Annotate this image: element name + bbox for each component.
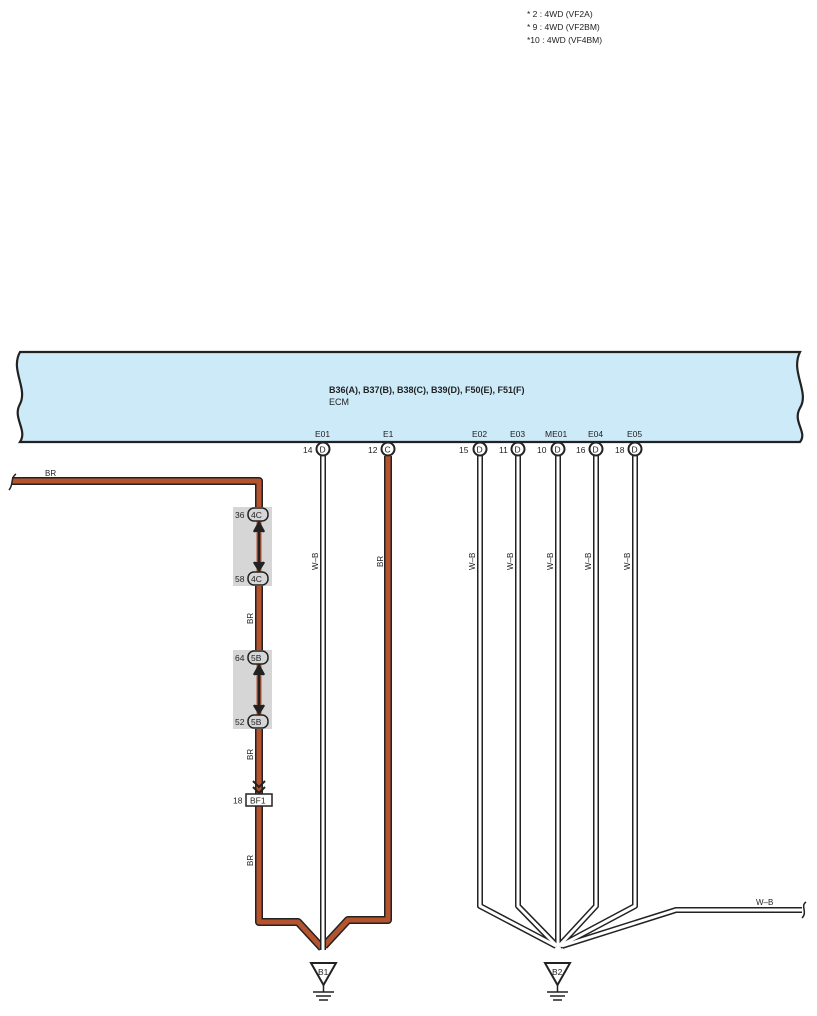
ground-b1: B1 xyxy=(309,962,338,1001)
junction-pin-64: 64 xyxy=(235,653,245,663)
svg-text:D: D xyxy=(515,445,521,455)
svg-text:D: D xyxy=(555,445,561,455)
connector-bf1: BF1 18 xyxy=(233,780,273,807)
wire-break-left xyxy=(8,473,17,491)
wire-label-br-mid1: BR xyxy=(246,613,255,624)
svg-text:C: C xyxy=(385,445,391,455)
svg-text:16: 16 xyxy=(576,445,586,455)
svg-text:11: 11 xyxy=(499,445,508,455)
note-1: * 2 : 4WD (VF2A) xyxy=(527,9,593,19)
wire-break-right xyxy=(801,901,807,919)
wire-label-br-top: BR xyxy=(45,469,56,478)
variant-notes: * 2 : 4WD (VF2A) * 9 : 4WD (VF2BM) *10 :… xyxy=(527,9,602,45)
wb-wire-e01: W–B xyxy=(311,456,326,950)
terminal-e02: E02 15 D xyxy=(459,429,488,457)
svg-text:10: 10 xyxy=(537,445,547,455)
svg-text:15: 15 xyxy=(459,445,469,455)
terminal-e03: E03 11 D xyxy=(499,429,526,457)
junction-conn-5b-top: 5B xyxy=(251,653,262,663)
junction-pin-36: 36 xyxy=(235,510,245,520)
ground-b1-label: B1 xyxy=(318,967,329,977)
svg-text:E1: E1 xyxy=(383,429,394,439)
wire-label-wb-e03: W–B xyxy=(506,553,515,570)
junction-pin-52: 52 xyxy=(235,717,245,727)
ground-b2-label: B2 xyxy=(552,967,563,977)
terminal-me01: ME01 10 D xyxy=(537,429,567,457)
junction-5b: 64 5B 52 5B xyxy=(233,650,272,729)
bf1-name: BF1 xyxy=(250,796,266,806)
wire-label-wb-e04: W–B xyxy=(584,553,593,570)
br-wire-left: BR xyxy=(8,469,325,951)
svg-text:D: D xyxy=(593,445,599,455)
wire-label-wb-e05: W–B xyxy=(623,553,632,570)
ecm-block: B36(A), B37(B), B38(C), B39(D), F50(E), … xyxy=(15,350,804,444)
bf1-box xyxy=(245,793,273,807)
terminal-e01: E01 14 D xyxy=(303,429,331,457)
svg-text:D: D xyxy=(477,445,483,455)
note-3: *10 : 4WD (VF4BM) xyxy=(527,35,602,45)
svg-text:D: D xyxy=(320,445,326,455)
ecm-name-label: ECM xyxy=(329,397,349,407)
bf1-pin: 18 xyxy=(233,796,243,806)
svg-text:E02: E02 xyxy=(472,429,487,439)
svg-text:E01: E01 xyxy=(315,429,330,439)
ecm-terminals: E01 14 D E1 12 C E02 15 D E03 11 D ME01 … xyxy=(303,429,643,457)
terminal-e1: E1 12 C xyxy=(368,429,396,457)
wire-label-wb-me01: W–B xyxy=(546,553,555,570)
terminal-e05: E05 18 D xyxy=(615,429,643,457)
wb-wires-right: W–B W–B W–B W–B W–B W–B xyxy=(468,456,807,949)
svg-text:E03: E03 xyxy=(510,429,525,439)
junction-conn-4c-bottom: 4C xyxy=(251,574,262,584)
svg-text:18: 18 xyxy=(615,445,625,455)
wire-label-br-mid2: BR xyxy=(246,749,255,760)
svg-text:E05: E05 xyxy=(627,429,642,439)
ecm-box xyxy=(15,350,804,444)
junction-pin-58: 58 xyxy=(235,574,245,584)
svg-text:D: D xyxy=(632,445,638,455)
svg-text:12: 12 xyxy=(368,445,378,455)
svg-text:E04: E04 xyxy=(588,429,603,439)
br-wire-e1: BR xyxy=(321,456,392,949)
ground-b2: B2 xyxy=(543,962,572,1001)
wire-label-br-e1: BR xyxy=(376,556,385,567)
junction-conn-5b-bottom: 5B xyxy=(251,717,262,727)
terminal-e04: E04 16 D xyxy=(576,429,604,457)
svg-text:14: 14 xyxy=(303,445,313,455)
junction-4c: 36 4C 58 4C xyxy=(233,507,272,586)
junction-conn-4c-top: 4C xyxy=(251,510,262,520)
ecm-connectors-label: B36(A), B37(B), B38(C), B39(D), F50(E), … xyxy=(329,385,525,395)
wire-label-wb-right: W–B xyxy=(756,898,773,907)
note-2: * 9 : 4WD (VF2BM) xyxy=(527,22,600,32)
wire-label-wb-e02: W–B xyxy=(468,553,477,570)
wire-label-wb-e01: W–B xyxy=(311,553,320,570)
svg-text:ME01: ME01 xyxy=(545,429,567,439)
wire-label-br-bottom: BR xyxy=(246,855,255,866)
